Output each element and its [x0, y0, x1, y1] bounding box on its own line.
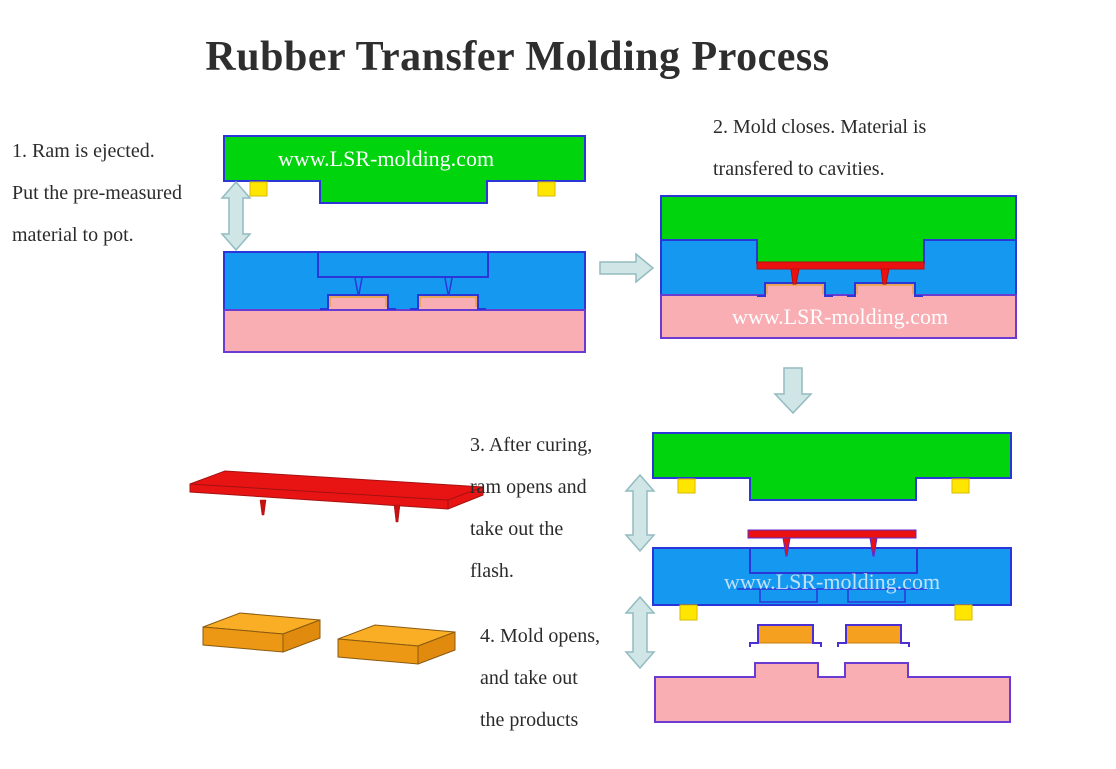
step3-flash-sheet — [747, 529, 917, 539]
step3-guide-pin-right — [951, 478, 970, 494]
watermark-step3: www.LSR-molding.com — [724, 569, 940, 594]
step3-middle-plate — [652, 547, 1012, 606]
step2-sprue-left — [790, 268, 800, 285]
step3-flash-leg-right — [869, 537, 878, 557]
step3-pot-recess-line — [749, 549, 918, 574]
step1-guide-pin-left — [249, 181, 268, 197]
product-3d-left-side — [282, 619, 321, 653]
step3-open-close-arrow-icon — [624, 473, 656, 553]
step1-top-mold-plate — [223, 135, 586, 204]
step1-open-close-arrow-icon — [220, 180, 252, 252]
step3-caption-line: take out the — [470, 518, 564, 540]
flash-3d-leg-right — [393, 504, 401, 523]
flash-3d-edges — [189, 483, 484, 509]
step4-caption-line: 4. Mold opens, — [480, 625, 600, 647]
step3-lower-pin-left — [679, 604, 698, 621]
step1-pot-recess-line — [317, 253, 489, 278]
step4-product-right-outline — [837, 624, 910, 647]
step4-bottom-plate — [654, 662, 1011, 723]
step4-product-right — [845, 624, 902, 644]
step4-product-left-outline — [749, 624, 822, 647]
step3-caption-line: 3. After curing, — [470, 434, 593, 456]
step4-diagram — [654, 624, 1011, 723]
flash-3d-leg-left — [259, 499, 267, 516]
watermark-step1: www.LSR-molding.com — [278, 146, 494, 171]
step2-sprue-right — [880, 268, 890, 285]
step2-bottom-plate — [660, 294, 1017, 339]
step2-caption-line: transfered to cavities. — [713, 158, 885, 180]
step2-cavity-right-liner — [856, 284, 914, 294]
step1-sprue-channels — [354, 277, 453, 295]
step3-lower-pin-right — [954, 604, 973, 621]
step4-open-close-arrow-icon — [624, 595, 656, 670]
step1-diagram: www.LSR-molding.com — [223, 135, 586, 353]
step3-diagram: www.LSR-molding.com — [652, 432, 1012, 621]
step2-rubber-material — [756, 261, 925, 270]
step1-cavity-left-liner — [329, 296, 387, 307]
page-title: Rubber Transfer Molding Process — [205, 34, 830, 81]
step1-guide-pin-right — [537, 181, 556, 197]
step4-caption-line: the products — [480, 709, 579, 731]
step1-bottom-plate — [223, 309, 586, 353]
step1-caption-line: 1. Ram is ejected. — [12, 140, 155, 162]
step3-flash-leg-left — [782, 537, 791, 557]
step1-cavity-right-liner — [419, 296, 477, 307]
product-3d-right-side — [417, 631, 456, 665]
step1-caption-line: material to pot. — [12, 224, 134, 246]
step3-caption-line: ram opens and — [470, 476, 587, 498]
step1-middle-plate — [223, 251, 586, 311]
step4-product-left — [757, 624, 814, 644]
step1-cavity-right — [410, 294, 486, 310]
removed-flash-3d — [189, 470, 484, 523]
step4-caption: 4. Mold opens, and take out the products — [480, 615, 600, 741]
step2-diagram: www.LSR-molding.com — [660, 195, 1017, 339]
step1-caption: 1. Ram is ejected. Put the pre-measured … — [12, 130, 182, 256]
step4-caption-line: and take out — [480, 667, 578, 689]
step3-caption: 3. After curing, ram opens and take out … — [470, 424, 592, 592]
finished-products-3d — [202, 612, 456, 665]
step3-top-mold-plate — [652, 432, 1012, 501]
step1-caption-line: Put the pre-measured — [12, 182, 182, 204]
step3-cavity-outlines — [737, 588, 927, 603]
step1-cavity-left — [320, 294, 396, 310]
step3-guide-pin-left — [677, 478, 696, 494]
step1-to-step2-arrow-icon — [599, 252, 655, 284]
step2-to-step3-arrow-icon — [773, 367, 813, 415]
watermark-step2: www.LSR-molding.com — [732, 304, 948, 329]
step3-caption-line: flash. — [470, 560, 514, 582]
step2-caption: 2. Mold closes. Material is transfered t… — [713, 106, 926, 190]
step2-caption-line: 2. Mold closes. Material is — [713, 116, 927, 138]
flash-3d-slab — [189, 470, 484, 510]
step2-cavity-left-liner — [766, 284, 824, 294]
